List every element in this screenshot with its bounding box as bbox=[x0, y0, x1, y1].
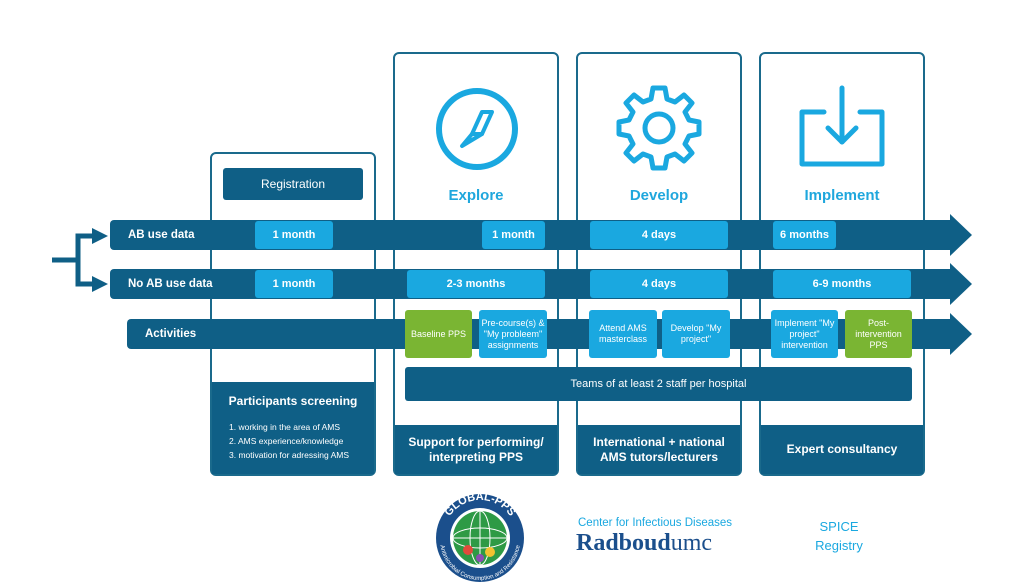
radboud-logo: Radboudumc bbox=[576, 530, 712, 557]
explore-footer: Support for performing/ interpreting PPS bbox=[395, 425, 557, 474]
activity-post-intervention-pps: Post-intervention PPS bbox=[845, 310, 912, 358]
implement-column bbox=[759, 52, 925, 476]
screening-title: Participants screening bbox=[228, 394, 358, 408]
activities-label: Activities bbox=[145, 328, 197, 340]
branch-connector bbox=[52, 228, 108, 292]
spice-line1: SPICE bbox=[819, 519, 859, 534]
gear-icon bbox=[616, 85, 702, 171]
teams-banner: Teams of at least 2 staff per hospital bbox=[405, 367, 912, 401]
radboud-suffix: umc bbox=[670, 530, 713, 556]
activity-implement-project: Implement "My project" intervention bbox=[771, 310, 838, 358]
radboud-name: Radboud bbox=[576, 530, 671, 556]
ab-use-duration-implement: 6 months bbox=[773, 221, 836, 249]
spice-registry: SPICE Registry bbox=[806, 517, 872, 555]
no-ab-use-label: No AB use data bbox=[128, 278, 213, 290]
implement-footer: Expert consultancy bbox=[761, 425, 923, 474]
ab-use-label: AB use data bbox=[128, 229, 195, 241]
activity-develop-project: Develop "My project" bbox=[662, 310, 730, 358]
no-ab-use-duration-implement: 6-9 months bbox=[773, 270, 911, 298]
activity-ams-masterclass: Attend AMS masterclass bbox=[589, 310, 657, 358]
no-ab-use-duration-registration: 1 month bbox=[255, 270, 333, 298]
activity-baseline-pps: Baseline PPS bbox=[405, 310, 472, 358]
registration-label: Registration bbox=[260, 177, 326, 191]
ab-use-duration-explore: 1 month bbox=[482, 221, 545, 249]
compass-icon bbox=[436, 88, 518, 170]
teams-banner-text: Teams of at least 2 staff per hospital bbox=[570, 378, 747, 390]
implement-footer-text: Expert consultancy bbox=[786, 442, 898, 456]
develop-column bbox=[576, 52, 742, 476]
download-icon bbox=[799, 85, 885, 167]
develop-footer-text: International + national AMS tutors/lect… bbox=[593, 434, 725, 464]
phase-title-implement: Implement bbox=[804, 187, 880, 204]
develop-footer: International + national AMS tutors/lect… bbox=[578, 425, 740, 474]
screening-list: 1. working in the area of AMS 2. AMS exp… bbox=[229, 420, 349, 462]
registration-box: Registration bbox=[223, 168, 363, 200]
ab-use-duration-develop: 4 days bbox=[590, 221, 728, 249]
phase-title-develop: Develop bbox=[629, 187, 689, 204]
spice-line2: Registry bbox=[815, 538, 863, 553]
ab-use-duration-registration: 1 month bbox=[255, 221, 333, 249]
screening-item: 3. motivation for adressing AMS bbox=[229, 450, 350, 460]
global-pps-logo: GLOBAL-PPS Antimicrobial Consumption and… bbox=[436, 491, 524, 582]
activity-pre-course: Pre-course(s) & "My probleem" assignment… bbox=[479, 310, 547, 358]
explore-footer-text: Support for performing/ interpreting PPS bbox=[408, 434, 544, 464]
no-ab-use-duration-develop: 4 days bbox=[590, 270, 728, 298]
screening-item: 2. AMS experience/knowledge bbox=[229, 436, 344, 446]
radboud-caption: Center for Infectious Diseases bbox=[578, 517, 733, 529]
screening-footer: Participants screening 1. working in the… bbox=[212, 382, 374, 474]
phase-title-explore: Explore bbox=[448, 187, 504, 204]
screening-item: 1. working in the area of AMS bbox=[229, 422, 341, 432]
no-ab-use-duration-explore: 2-3 months bbox=[407, 270, 545, 298]
